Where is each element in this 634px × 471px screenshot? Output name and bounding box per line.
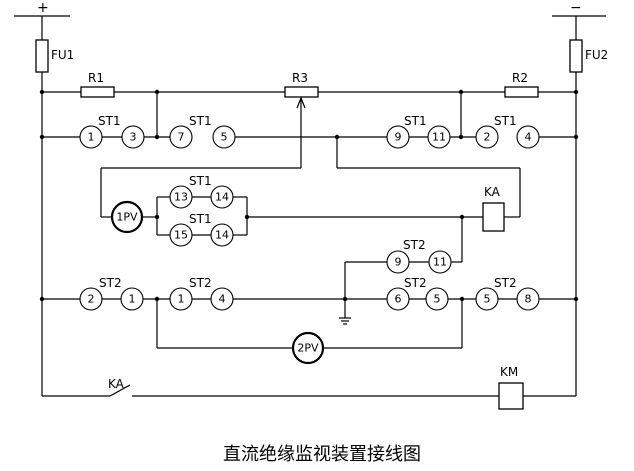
st2-terminal-4-number: 4 — [219, 293, 226, 306]
st1-label-d: ST1 — [494, 114, 517, 128]
st1-label-e: ST1 — [189, 174, 212, 188]
st1-label-b: ST1 — [189, 114, 212, 128]
resistor-r3 — [284, 86, 319, 98]
st1-terminal-9 — [386, 125, 410, 149]
st1-terminal-4 — [516, 125, 540, 149]
st1-terminal-15 — [169, 223, 193, 247]
st2-terminal-8-number: 8 — [525, 293, 532, 306]
st1-terminal-14-lower-number: 14 — [215, 229, 229, 242]
st1-terminal-5 — [212, 125, 236, 149]
st1-terminal-2 — [475, 125, 499, 149]
st2-terminal-6 — [386, 287, 410, 311]
resistor-r2-label: R2 — [512, 71, 528, 85]
st2-terminal-6-number: 6 — [395, 293, 402, 306]
st2-terminal-8 — [516, 287, 540, 311]
st1-terminal-7 — [169, 125, 193, 149]
st1-terminal-14-upper-number: 14 — [215, 191, 229, 204]
st2-label-b: ST2 — [189, 276, 212, 290]
st1-terminal-2-number: 2 — [484, 131, 491, 144]
voltmeter-1pv-label: 1PV — [116, 211, 138, 224]
resistor-r1 — [80, 86, 115, 98]
st2-terminal-9 — [386, 250, 410, 274]
st1-terminal-4-number: 4 — [525, 131, 532, 144]
st2-terminal-9-number: 9 — [395, 256, 402, 269]
st2-terminal-11-number: 11 — [433, 256, 447, 269]
relay-km-coil — [498, 382, 524, 410]
st1-terminal-3-number: 3 — [130, 131, 137, 144]
relay-km-label: KM — [500, 365, 518, 379]
st2-label-upper: ST2 — [403, 238, 426, 252]
st2-terminal-1b-number: 1 — [178, 293, 185, 306]
st1-terminal-14-upper — [210, 185, 234, 209]
st2-terminal-11 — [428, 250, 452, 274]
st2-terminal-5a — [425, 287, 449, 311]
fuse-fu2 — [569, 39, 583, 73]
st1-terminal-7-number: 7 — [178, 131, 185, 144]
st2-terminal-4 — [210, 287, 234, 311]
st1-terminal-14-lower — [210, 223, 234, 247]
fuse-fu1 — [35, 39, 49, 73]
resistor-r3-label: R3 — [292, 71, 308, 85]
relay-ka-contact — [109, 384, 131, 397]
positive-terminal-label: + — [37, 0, 49, 16]
voltmeter-2pv — [291, 331, 325, 365]
st2-terminal-2-number: 2 — [88, 293, 95, 306]
st1-terminal-11-number: 11 — [432, 131, 446, 144]
resistor-r2 — [504, 86, 539, 98]
st2-terminal-1a — [120, 287, 144, 311]
st2-terminal-5b-number: 5 — [484, 293, 491, 306]
resistor-r1-label: R1 — [88, 71, 104, 85]
st1-label-a: ST1 — [98, 114, 121, 128]
st2-terminal-1a-number: 1 — [129, 293, 136, 306]
diagram-caption: 直流绝缘监视装置接线图 — [223, 444, 421, 465]
negative-terminal-label: − — [570, 0, 582, 16]
st1-terminal-13 — [169, 185, 193, 209]
fuse-fu2-label: FU2 — [585, 48, 608, 62]
st1-terminal-13-number: 13 — [174, 191, 188, 204]
st1-terminal-15-number: 15 — [174, 229, 188, 242]
st1-terminal-1-number: 1 — [88, 131, 95, 144]
st2-label-d: ST2 — [494, 276, 517, 290]
st1-label-f: ST1 — [189, 212, 212, 226]
relay-ka-coil — [482, 202, 505, 232]
relay-ka-label: KA — [484, 185, 501, 199]
st1-terminal-9-number: 9 — [395, 131, 402, 144]
st1-terminal-1 — [79, 125, 103, 149]
st1-terminal-11 — [427, 125, 451, 149]
st2-terminal-1b — [169, 287, 193, 311]
st2-terminal-5b — [475, 287, 499, 311]
st1-terminal-5-number: 5 — [221, 131, 228, 144]
st2-terminal-2 — [79, 287, 103, 311]
voltmeter-2pv-label: 2PV — [297, 342, 319, 355]
st2-label-c: ST2 — [404, 276, 427, 290]
st2-label-a: ST2 — [99, 276, 122, 290]
st1-terminal-3 — [121, 125, 145, 149]
relay-ka-contact-label: KA — [108, 377, 125, 391]
fuse-fu1-label: FU1 — [51, 48, 74, 62]
st2-terminal-5a-number: 5 — [434, 293, 441, 306]
st1-label-c: ST1 — [404, 114, 427, 128]
